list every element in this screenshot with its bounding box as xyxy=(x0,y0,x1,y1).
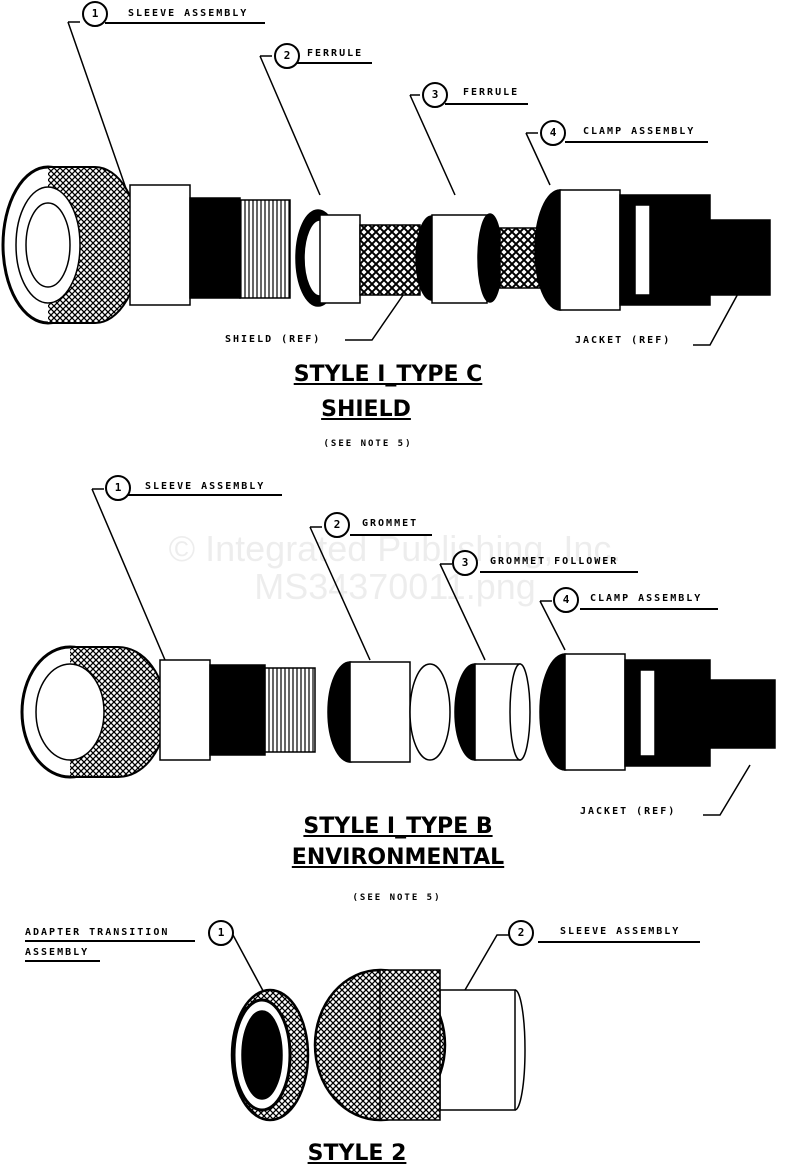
figure-note: (SEE NOTE 5) xyxy=(323,439,413,449)
clamp-assembly-4-type-b xyxy=(539,653,776,771)
callout-number: 3 xyxy=(422,82,448,108)
callout-label: CLAMP ASSEMBLY xyxy=(583,126,696,137)
ref-label: JACKET (REF) xyxy=(575,335,672,346)
leader-line xyxy=(259,55,321,196)
callout-number: 2 xyxy=(274,43,300,69)
ferrule-3 xyxy=(415,213,541,304)
watermark: © Integrated Publishing, Inc. MS34370011… xyxy=(168,528,622,607)
callout-number: 4 xyxy=(540,120,566,146)
grommet-2 xyxy=(327,661,451,763)
callout-number: 1 xyxy=(105,475,131,501)
callout-label: CLAMP ASSEMBLY xyxy=(590,593,703,604)
leader-line xyxy=(525,132,551,186)
callout-label: ASSEMBLY xyxy=(25,947,90,958)
callout-number: 4 xyxy=(553,587,579,613)
figure-note: (SEE NOTE 5) xyxy=(352,893,442,903)
figure-subtitle: ENVIRONMENTAL xyxy=(291,845,505,870)
figure-title: STYLE I_TYPE B xyxy=(303,814,493,839)
ref-label: JACKET (REF) xyxy=(580,806,677,817)
figure-title: STYLE 2 xyxy=(307,1141,407,1166)
callout-number: 2 xyxy=(508,920,534,946)
figure-title: STYLE I_TYPE C xyxy=(293,362,483,387)
sleeve-assembly-1-type-b xyxy=(20,645,316,779)
callout-label: GROMMET FOLLOWER xyxy=(490,556,619,567)
ferrule-2 xyxy=(295,209,421,307)
callout-label: SLEEVE ASSEMBLY xyxy=(560,926,681,937)
style-2-connector xyxy=(230,968,526,1122)
figure-subtitle: SHIELD xyxy=(321,397,411,422)
grommet-follower-3 xyxy=(454,663,531,761)
callout-number: 3 xyxy=(452,550,478,576)
leader-line xyxy=(67,21,131,201)
callout-label: ADAPTER TRANSITION xyxy=(25,927,170,938)
leader-line xyxy=(409,94,456,196)
ref-label: SHIELD (REF) xyxy=(225,334,322,345)
callout-label: FERRULE xyxy=(463,87,520,98)
callout-label: SLEEVE ASSEMBLY xyxy=(128,8,249,19)
callout-label: FERRULE xyxy=(307,48,364,59)
callout-label: GROMMET xyxy=(362,518,419,529)
callout-number: 1 xyxy=(208,920,234,946)
clamp-assembly-4 xyxy=(534,189,771,311)
callout-label: SLEEVE ASSEMBLY xyxy=(145,481,266,492)
callout-number: 2 xyxy=(324,512,350,538)
sleeve-assembly-1 xyxy=(1,165,291,325)
callout-number: 1 xyxy=(82,1,108,27)
